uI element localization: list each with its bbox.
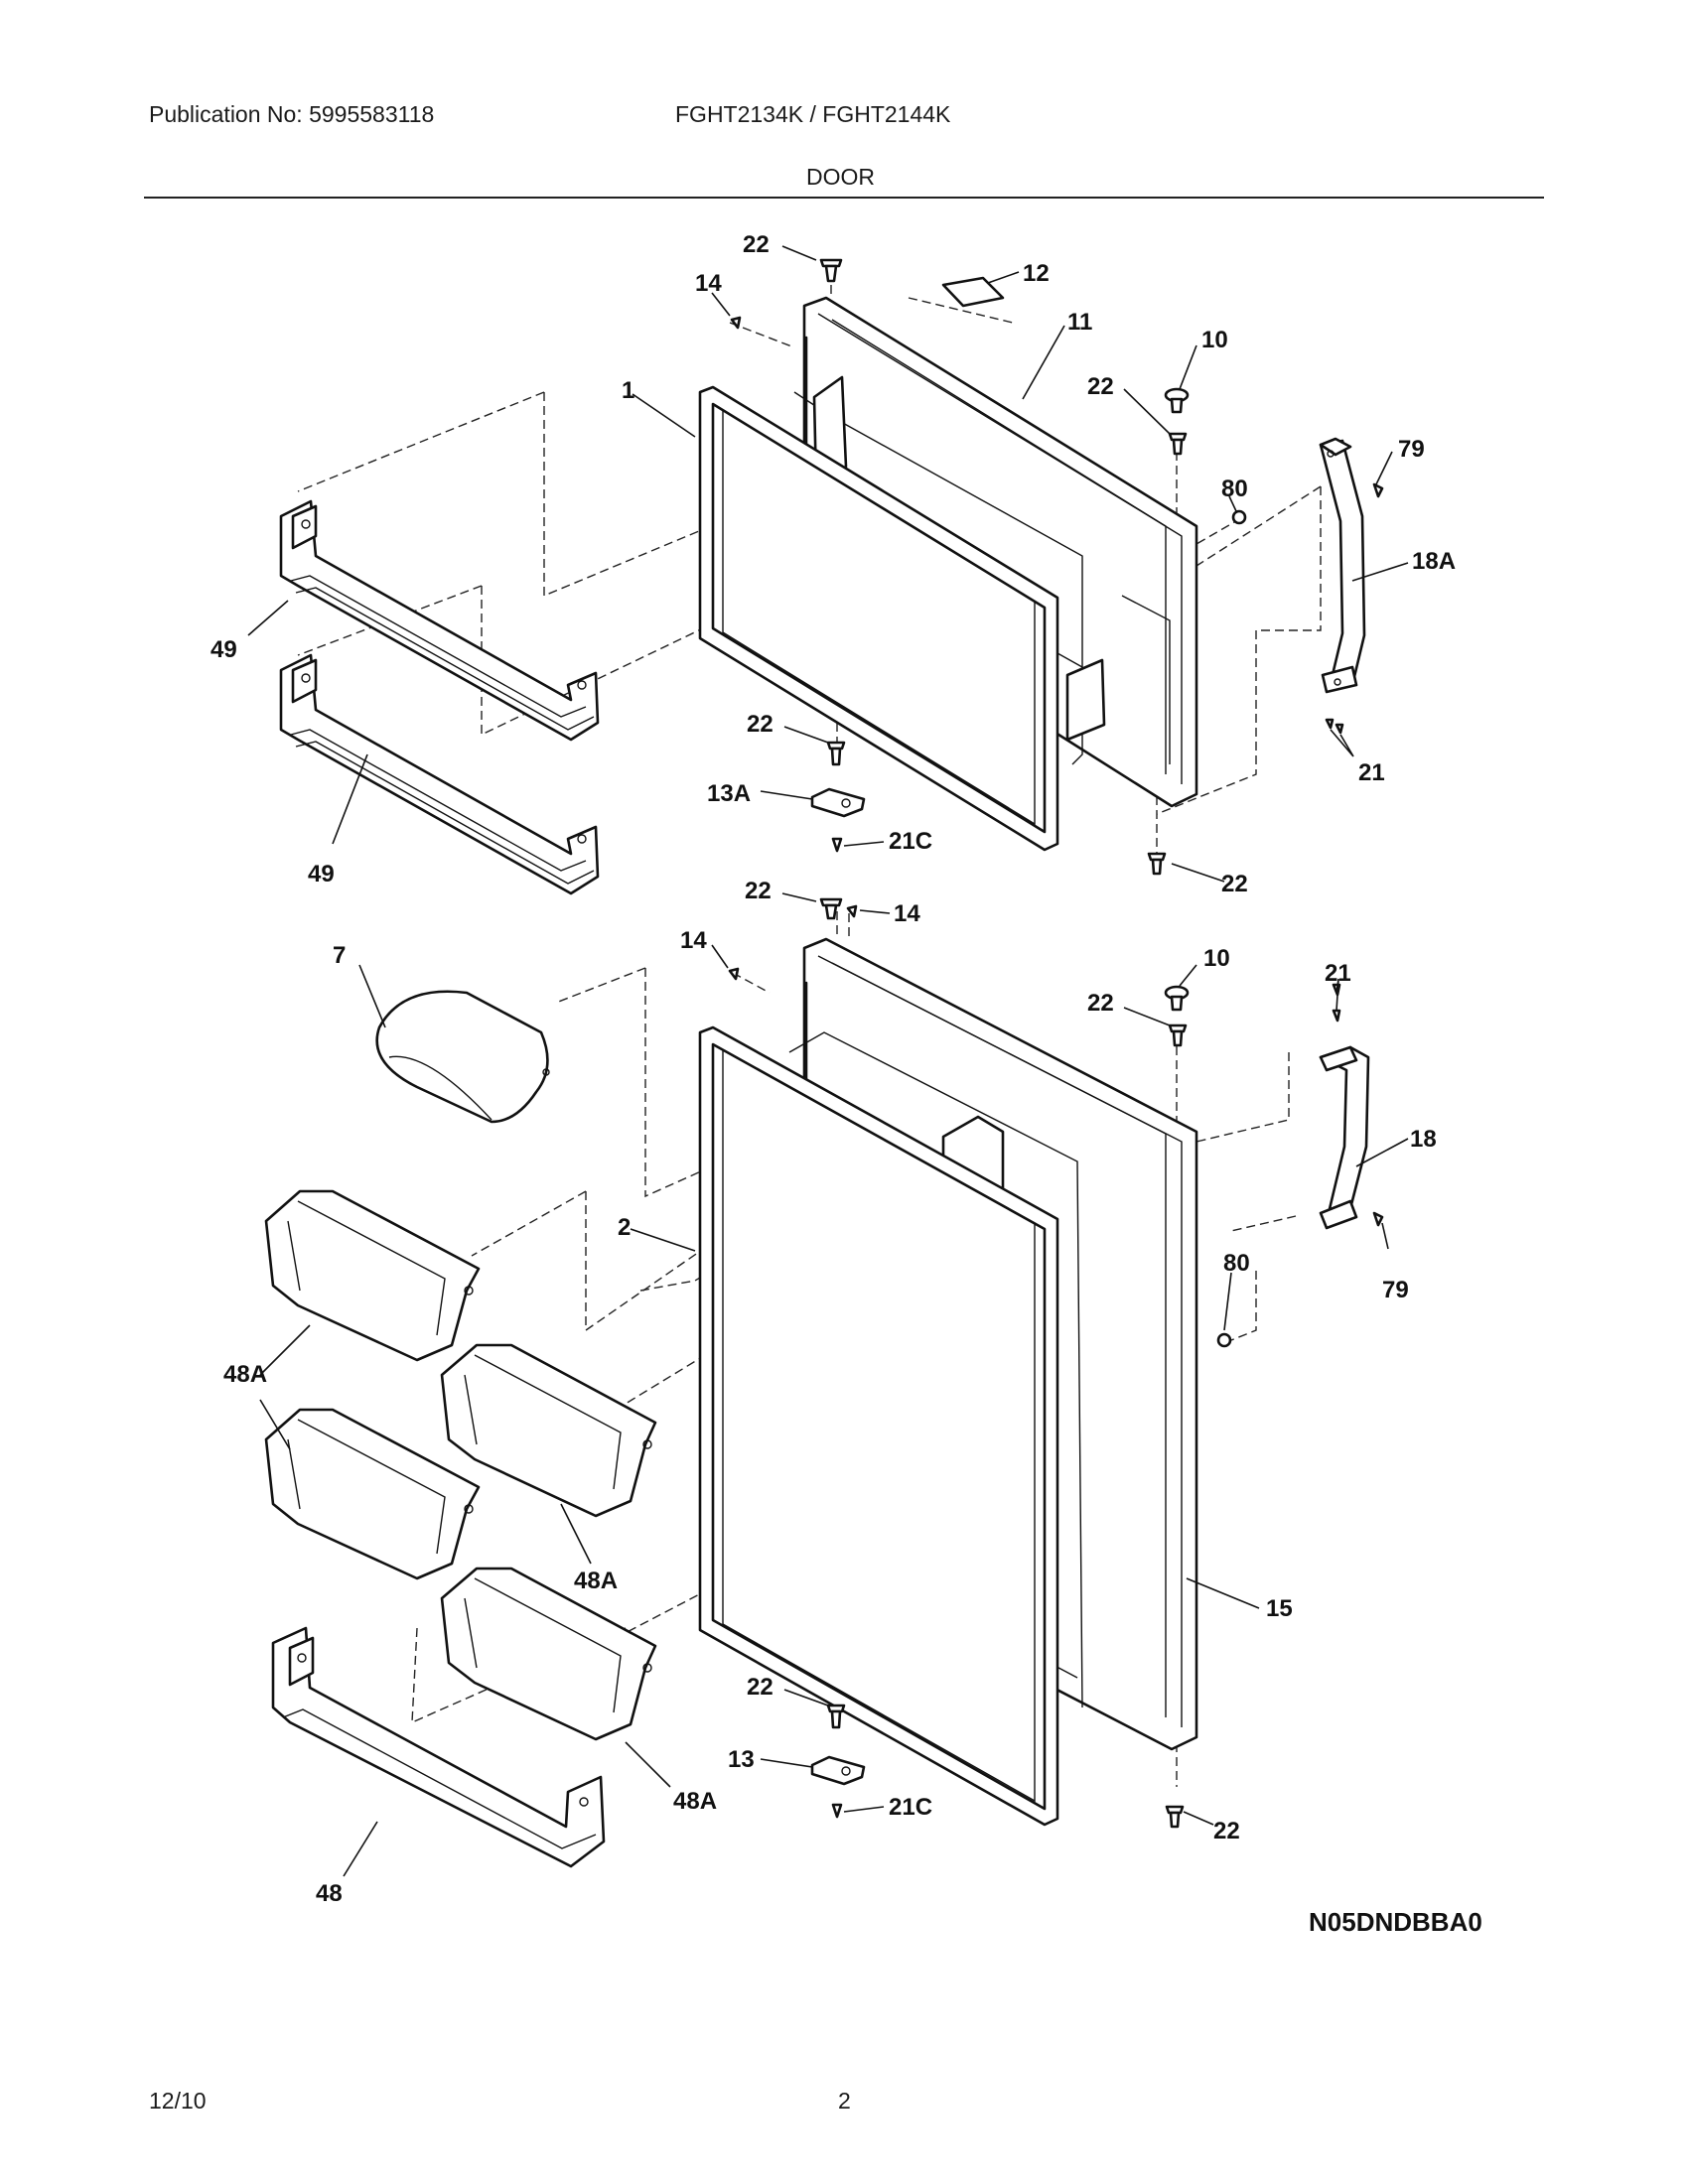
callout-12: 12 [1023, 260, 1050, 287]
footer-date: 12/10 [149, 2088, 207, 2114]
callout-22-top: 22 [743, 231, 770, 258]
door-shelf-49-upper [279, 499, 600, 742]
screw-22-upper-hinge [826, 741, 846, 766]
hinge-cap-10-mid [1164, 985, 1190, 1012]
callout-14-mid-left: 14 [680, 927, 707, 954]
plug-80-top [1231, 509, 1247, 525]
fresh-food-door-gasket [698, 1025, 1059, 1827]
screw-21C-bottom [831, 1803, 843, 1819]
screw-22-bottom [1165, 1805, 1185, 1829]
callout-10-mid: 10 [1203, 945, 1230, 972]
model-numbers: FGHT2134K / FGHT2144K [675, 101, 951, 127]
door-shelf-49-lower [279, 653, 600, 895]
set-screw-79-mid [1372, 1211, 1384, 1227]
screw-21C-top [831, 837, 843, 853]
door-bin-48A-mid-left [264, 1408, 481, 1580]
callout-22-upper-right: 22 [1087, 373, 1114, 400]
freezer-door-assembly [279, 258, 1384, 895]
callout-1: 1 [622, 377, 634, 404]
header-divider [144, 197, 1544, 199]
screw-14-top [730, 316, 742, 330]
callout-48A-c: 48A [673, 1788, 717, 1815]
callout-21-top: 21 [1358, 759, 1385, 786]
screw-22-lower-right [1168, 1024, 1188, 1047]
callout-labels: 22 12 14 11 10 1 22 79 80 18A 49 22 21 1… [211, 231, 1456, 1907]
callout-18: 18 [1410, 1126, 1437, 1153]
callout-22-upper-bottom: 22 [1221, 871, 1248, 897]
callout-21C-top: 21C [889, 828, 932, 855]
screw-22-upper-right [1168, 432, 1188, 456]
hinge-13 [810, 1755, 866, 1786]
callout-49-a: 49 [211, 636, 237, 663]
callout-22-bottom: 22 [1213, 1818, 1240, 1844]
callout-22-lower-hinge: 22 [747, 1674, 774, 1701]
callout-14-top: 14 [695, 270, 722, 297]
screw-22-top [819, 258, 843, 283]
trim-plate-12 [941, 276, 1005, 308]
callout-79-mid: 79 [1382, 1277, 1409, 1303]
door-shelf-48 [271, 1626, 606, 1868]
hinge-cap-10-top [1164, 387, 1190, 414]
callout-48A-b: 48A [574, 1568, 618, 1594]
diagram-code: N05DNDBBA0 [1309, 1907, 1482, 1937]
screw-22-mid [819, 897, 843, 920]
callout-7: 7 [333, 942, 346, 969]
callout-49-b: 49 [308, 861, 335, 887]
freezer-door-gasket [698, 385, 1059, 852]
callout-48: 48 [316, 1880, 343, 1907]
callout-22-mid: 22 [745, 878, 772, 904]
callout-13A: 13A [707, 780, 751, 807]
door-bin-48A-mid-right [440, 1343, 657, 1518]
callout-21C-bottom: 21C [889, 1794, 932, 1821]
door-bin-48A-lower-right [440, 1567, 657, 1741]
callout-21-mid: 21 [1325, 960, 1351, 987]
callout-leaders [247, 245, 1409, 1877]
handle-18 [1319, 1045, 1370, 1230]
callout-15: 15 [1266, 1595, 1293, 1622]
fresh-food-door-assembly [264, 897, 1384, 1868]
callout-10-top: 10 [1201, 327, 1228, 353]
callout-48A-a: 48A [223, 1361, 267, 1388]
publication-number: Publication No: 5995583118 [149, 101, 435, 127]
screw-22-lower-hinge [826, 1704, 846, 1729]
hinge-13A [810, 787, 866, 818]
callout-22-lower-right: 22 [1087, 990, 1114, 1017]
callout-79-top: 79 [1398, 436, 1425, 463]
screws-21-top [1325, 718, 1344, 735]
callout-11: 11 [1067, 309, 1092, 336]
callout-14-mid-right: 14 [894, 900, 920, 927]
handle-18A [1319, 437, 1366, 694]
callout-80-top: 80 [1221, 476, 1248, 502]
plug-80-mid [1216, 1332, 1232, 1348]
screw-22-upper-bottom [1147, 852, 1167, 876]
door-bin-48A-upper-left [264, 1189, 481, 1362]
egg-container-7 [375, 990, 550, 1124]
set-screw-79-top [1372, 482, 1384, 498]
section-title: DOOR [806, 164, 875, 190]
page-number: 2 [838, 2088, 851, 2114]
callout-13: 13 [728, 1746, 755, 1773]
callout-2: 2 [618, 1214, 631, 1241]
callout-80-mid: 80 [1223, 1250, 1250, 1277]
callout-18A: 18A [1412, 548, 1456, 575]
callout-22-upper-hinge: 22 [747, 711, 774, 738]
screw-14-mid-left [728, 967, 740, 981]
screw-14-mid-right [846, 904, 858, 918]
